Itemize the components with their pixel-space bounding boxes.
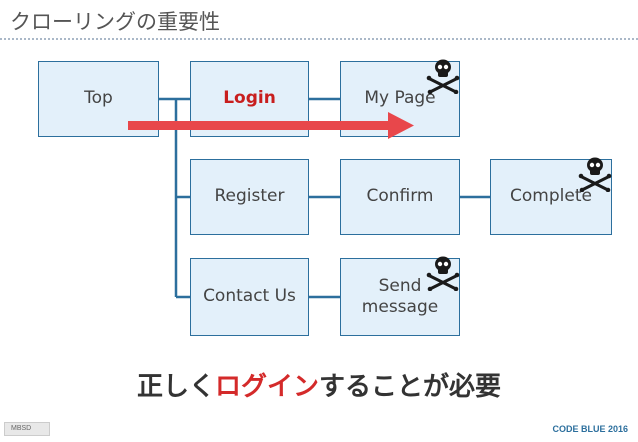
node-confirm-label: Confirm (366, 186, 434, 207)
skull-crossbones-icon (578, 157, 612, 192)
footer-logo: MBSD (4, 422, 50, 436)
node-complete-label: Complete (510, 186, 592, 207)
caption-part1: 正しく (136, 372, 215, 402)
node-top: Top (38, 61, 159, 137)
node-contact-us: Contact Us (190, 258, 309, 336)
node-register: Register (190, 159, 309, 235)
crawl-arrow-head (388, 112, 414, 139)
node-top-label: Top (84, 88, 113, 109)
title-divider (0, 38, 638, 40)
node-register-label: Register (214, 186, 285, 207)
skull-crossbones-icon (426, 256, 460, 291)
caption: 正しくログインすることが必要 (0, 366, 638, 403)
caption-highlight: ログイン (214, 372, 319, 402)
footer-event: CODE BLUE 2016 (552, 424, 628, 434)
node-contact-us-label: Contact Us (203, 286, 296, 307)
skull-crossbones-icon (426, 59, 460, 94)
node-login-label: Login (223, 88, 276, 109)
node-confirm: Confirm (340, 159, 460, 235)
caption-part2: することが必要 (319, 372, 502, 402)
node-my-page-label: My Page (364, 88, 436, 109)
slide-title: クローリングの重要性 (10, 10, 220, 34)
crawl-arrow-shaft (128, 121, 390, 130)
node-send-message-label: Send message (361, 275, 439, 317)
